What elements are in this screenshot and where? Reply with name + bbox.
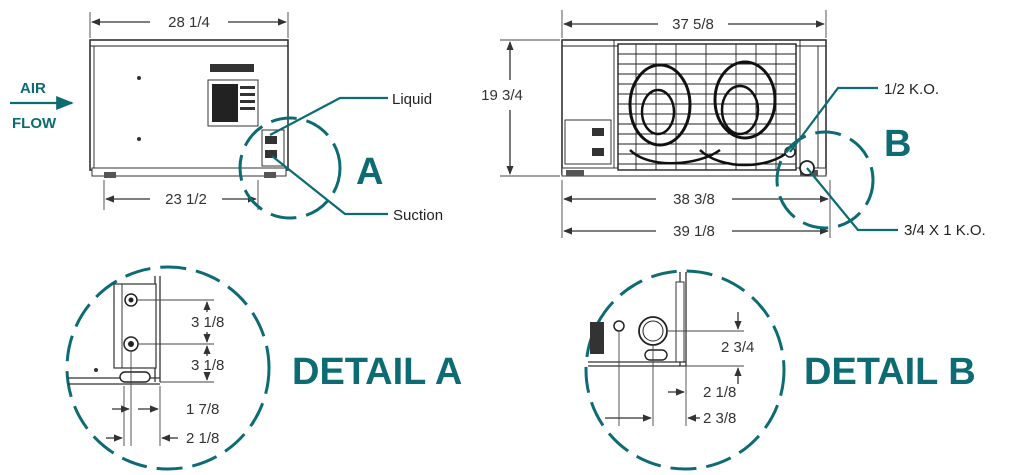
right-base-dim-1: 38 3/8: [673, 191, 715, 208]
detail-a-dim-upper: 3 1/8: [191, 314, 224, 331]
right-base-dim-2: 39 1/8: [673, 223, 715, 240]
detail-a-dim-lower: 3 1/8: [191, 357, 224, 374]
air-label: AIR: [20, 80, 46, 97]
detail-b-dim-h2: 2 3/8: [703, 410, 736, 427]
detail-b-half-ko-icon: [613, 320, 625, 332]
detail-a-circle: [238, 116, 342, 220]
detail-a-zoom-circle: [65, 265, 271, 471]
detail-a-title: DETAIL A: [292, 351, 462, 393]
left-base-dim: 23 1/2: [165, 191, 207, 208]
half-ko-label: 1/2 K.O.: [884, 81, 939, 98]
detail-b-dim-v: 2 3/4: [721, 339, 754, 356]
left-width-dim: 28 1/4: [168, 14, 210, 31]
left-view: 28 1/4 23 1/2 AIR FLOW A: [10, 12, 443, 224]
detail-a: 3 1/8 3 1/8 1 7/8 2 1/8 DETAIL A: [65, 265, 462, 471]
suction-label: Suction: [393, 207, 443, 224]
detail-b-marker: B: [884, 123, 911, 165]
detail-b-dim-h1: 2 1/8: [703, 384, 736, 401]
right-view: 37 5/8 19 3/4: [481, 10, 986, 240]
detail-b-circle: [775, 130, 875, 230]
liquid-label: Liquid: [392, 91, 432, 108]
nameplate: [210, 64, 254, 72]
detail-a-marker: A: [356, 151, 383, 193]
detail-a-dim-h1: 1 7/8: [186, 401, 219, 418]
detail-b-title: DETAIL B: [804, 351, 976, 393]
right-height-dim: 19 3/4: [481, 87, 523, 104]
coil-grille: [617, 43, 797, 171]
right-width-dim: 37 5/8: [672, 16, 714, 33]
flow-label: FLOW: [12, 115, 57, 132]
large-ko-label: 3/4 X 1 K.O.: [904, 222, 986, 239]
detail-a-dim-h2: 2 1/8: [186, 430, 219, 447]
detail-b-zoom-circle: [584, 269, 786, 471]
detail-b: 2 3/4 2 1/8 2 3/8 DETAIL B: [584, 269, 976, 471]
